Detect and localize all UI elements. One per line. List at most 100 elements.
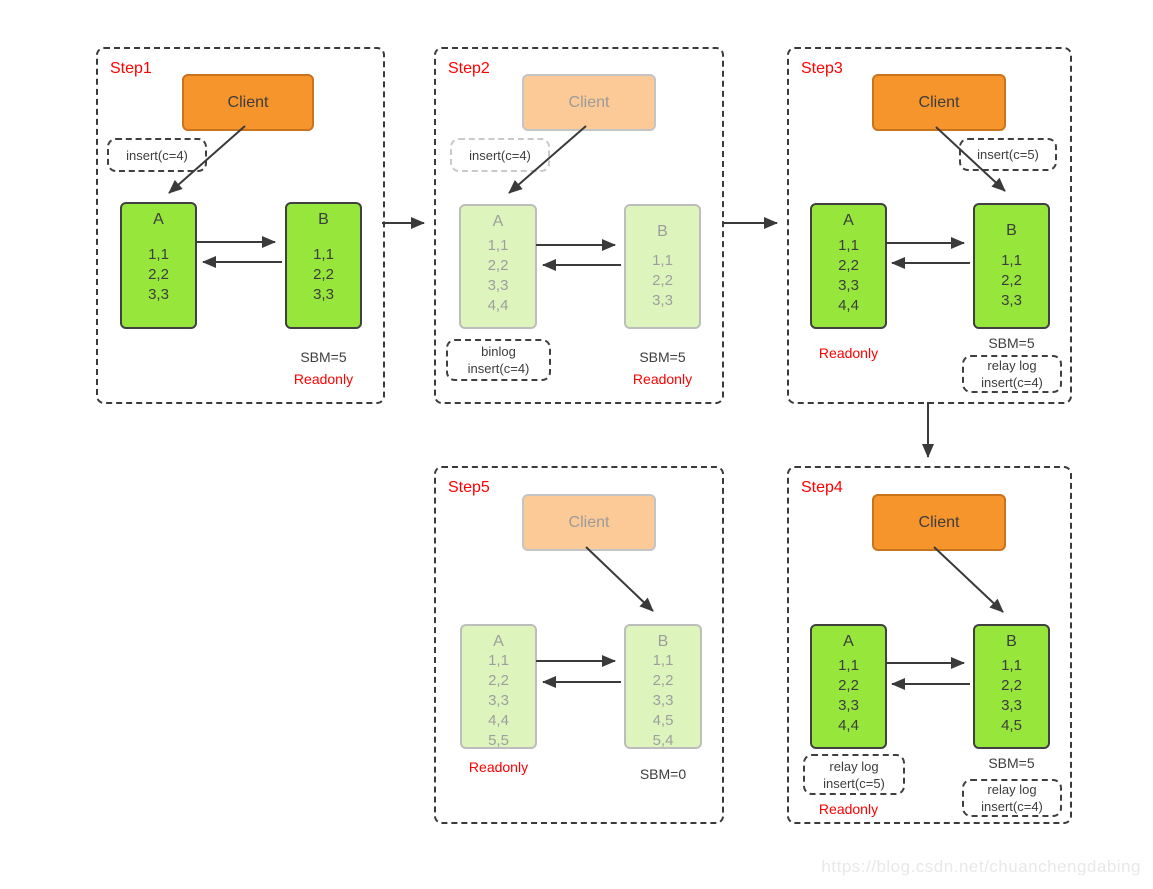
table-row: 1,1: [1001, 657, 1022, 674]
table-row: 2,2: [652, 672, 674, 689]
step4-node-a-name: A: [843, 633, 854, 650]
step3-relaylog-line1: relay log: [987, 358, 1037, 373]
step1-sbm-label: SBM=5: [300, 349, 347, 365]
step2-binlog-line2: insert(c=4): [467, 361, 530, 376]
table-row: 3,3: [488, 692, 509, 709]
table-row: 3,3: [313, 286, 334, 303]
table-row: 1,1: [488, 652, 509, 669]
step5-node-a-name: A: [493, 633, 504, 650]
step5-node-b-name: B: [657, 633, 669, 650]
step3-sbm-label: SBM=5: [988, 335, 1035, 351]
step2-binlog-line1: binlog: [481, 344, 516, 359]
table-row: 2,2: [1001, 677, 1022, 694]
step2-insert-text: insert(c=4): [469, 147, 531, 163]
step2-title: Step2: [448, 60, 490, 77]
step4-node-b-rows: 1,1 2,2 3,3 4,5: [975, 651, 1048, 741]
table-row: 2,2: [148, 266, 169, 283]
step5-node-b-rows: 1,1 2,2 3,3 4,5 5,4: [626, 651, 700, 751]
step2-node-a-name: A: [492, 213, 504, 230]
step4-client-label: Client: [918, 513, 960, 531]
step2-node-b-rows: 1,1 2,2 3,3: [626, 241, 699, 321]
step1-client-label: Client: [227, 93, 269, 111]
step5-readonly-label: Readonly: [468, 759, 529, 775]
step2-panel: Step2 Client insert(c=4) A 1,1 2,2 3,3 4…: [434, 47, 724, 404]
step5-node-a-rows: 1,1 2,2 3,3 4,4 5,5: [462, 651, 535, 751]
step4-relaylog-a-label: relay log insert(c=5): [803, 754, 905, 795]
step5-sbm-label: SBM=0: [639, 766, 687, 782]
step5-node-a: A 1,1 2,2 3,3 4,4 5,5: [460, 624, 537, 749]
watermark: https://blog.csdn.net/chuanchengdabing: [821, 857, 1141, 876]
step1-panel: Step1 Client insert(c=4) A 1,1 2,2 3,3 B…: [96, 47, 385, 404]
step5-client-label: Client: [568, 513, 610, 531]
step2-readonly-label: Readonly: [632, 371, 693, 387]
step3-readonly-label: Readonly: [818, 345, 879, 361]
step3-node-a-rows: 1,1 2,2 3,3 4,4: [812, 230, 885, 321]
table-row: 1,1: [148, 246, 169, 263]
table-row: 4,4: [838, 296, 859, 314]
step3-node-a-name: A: [843, 212, 854, 229]
step4-client-node: Client: [872, 494, 1006, 551]
table-row: 2,2: [1001, 271, 1022, 289]
step2-client-label: Client: [568, 93, 610, 111]
step1-insert-label: insert(c=4): [107, 138, 207, 172]
table-row: 4,5: [652, 712, 674, 729]
table-row: 1,1: [1001, 251, 1022, 269]
step1-node-b: B 1,1 2,2 3,3: [285, 202, 362, 329]
table-row: 4,5: [1001, 717, 1022, 734]
step4-node-a: A 1,1 2,2 3,3 4,4: [810, 624, 887, 749]
step1-node-a: A 1,1 2,2 3,3: [120, 202, 197, 329]
table-row: 3,3: [1001, 291, 1022, 309]
step3-node-b-name: B: [1006, 222, 1017, 239]
step4-relaylog-a-line2: insert(c=5): [823, 775, 885, 791]
step5-title: Step5: [448, 479, 490, 496]
step5-node-b: B 1,1 2,2 3,3 4,5 5,4: [624, 624, 702, 749]
step2-node-a: A 1,1 2,2 3,3 4,4: [459, 204, 537, 329]
step3-relaylog-label: relay log insert(c=4): [962, 355, 1062, 393]
table-row: 2,2: [838, 256, 859, 274]
table-row: 4,4: [487, 297, 509, 314]
table-row: 3,3: [838, 276, 859, 294]
table-row: 4,4: [838, 717, 859, 734]
table-row: 2,2: [487, 257, 509, 274]
table-row: 3,3: [838, 697, 859, 714]
step1-title: Step1: [110, 60, 152, 77]
step3-client-label: Client: [918, 93, 960, 111]
step5-panel: Step5 Client A 1,1 2,2 3,3 4,4 5,5 B 1,1…: [434, 466, 724, 824]
table-row: 4,4: [488, 712, 509, 729]
step1-node-b-name: B: [318, 211, 329, 228]
table-row: 5,5: [488, 732, 509, 749]
step4-relaylog-b-line2: insert(c=4): [981, 799, 1043, 814]
table-row: 3,3: [148, 286, 169, 303]
step3-insert-text: insert(c=5): [977, 147, 1039, 162]
step3-client-node: Client: [872, 74, 1006, 131]
step1-readonly-label: Readonly: [293, 371, 354, 387]
table-row: 2,2: [488, 672, 509, 689]
step2-binlog-label: binlog insert(c=4): [446, 339, 551, 381]
table-row: 2,2: [652, 272, 673, 289]
table-row: 3,3: [652, 692, 674, 709]
step3-relaylog-line2: insert(c=4): [981, 375, 1043, 390]
step3-panel: Step3 Client insert(c=5) A 1,1 2,2 3,3 4…: [787, 47, 1072, 404]
step2-node-b: B 1,1 2,2 3,3: [624, 204, 701, 329]
step4-node-b-name: B: [1006, 633, 1017, 650]
step4-panel: Step4 Client A 1,1 2,2 3,3 4,4 B 1,1 2,2…: [787, 466, 1072, 824]
table-row: 5,4: [652, 732, 674, 749]
step4-readonly-label: Readonly: [818, 801, 879, 817]
step4-relaylog-a-line1: relay log: [829, 758, 879, 774]
step4-relaylog-b-line1: relay log: [987, 782, 1037, 797]
table-row: 2,2: [838, 677, 859, 694]
table-row: 2,2: [313, 266, 334, 283]
table-row: 3,3: [652, 292, 673, 309]
step1-client-node: Client: [182, 74, 314, 131]
table-row: 1,1: [652, 652, 674, 669]
step3-insert-label: insert(c=5): [959, 138, 1057, 171]
step4-sbm-label: SBM=5: [988, 755, 1035, 771]
step1-node-a-rows: 1,1 2,2 3,3: [122, 229, 195, 321]
step3-node-a: A 1,1 2,2 3,3 4,4: [810, 203, 887, 329]
table-row: 1,1: [652, 252, 673, 269]
step1-node-b-rows: 1,1 2,2 3,3: [287, 229, 360, 321]
step3-node-b: B 1,1 2,2 3,3: [973, 203, 1050, 329]
step1-node-a-name: A: [153, 211, 164, 228]
step4-node-a-rows: 1,1 2,2 3,3 4,4: [812, 651, 885, 741]
